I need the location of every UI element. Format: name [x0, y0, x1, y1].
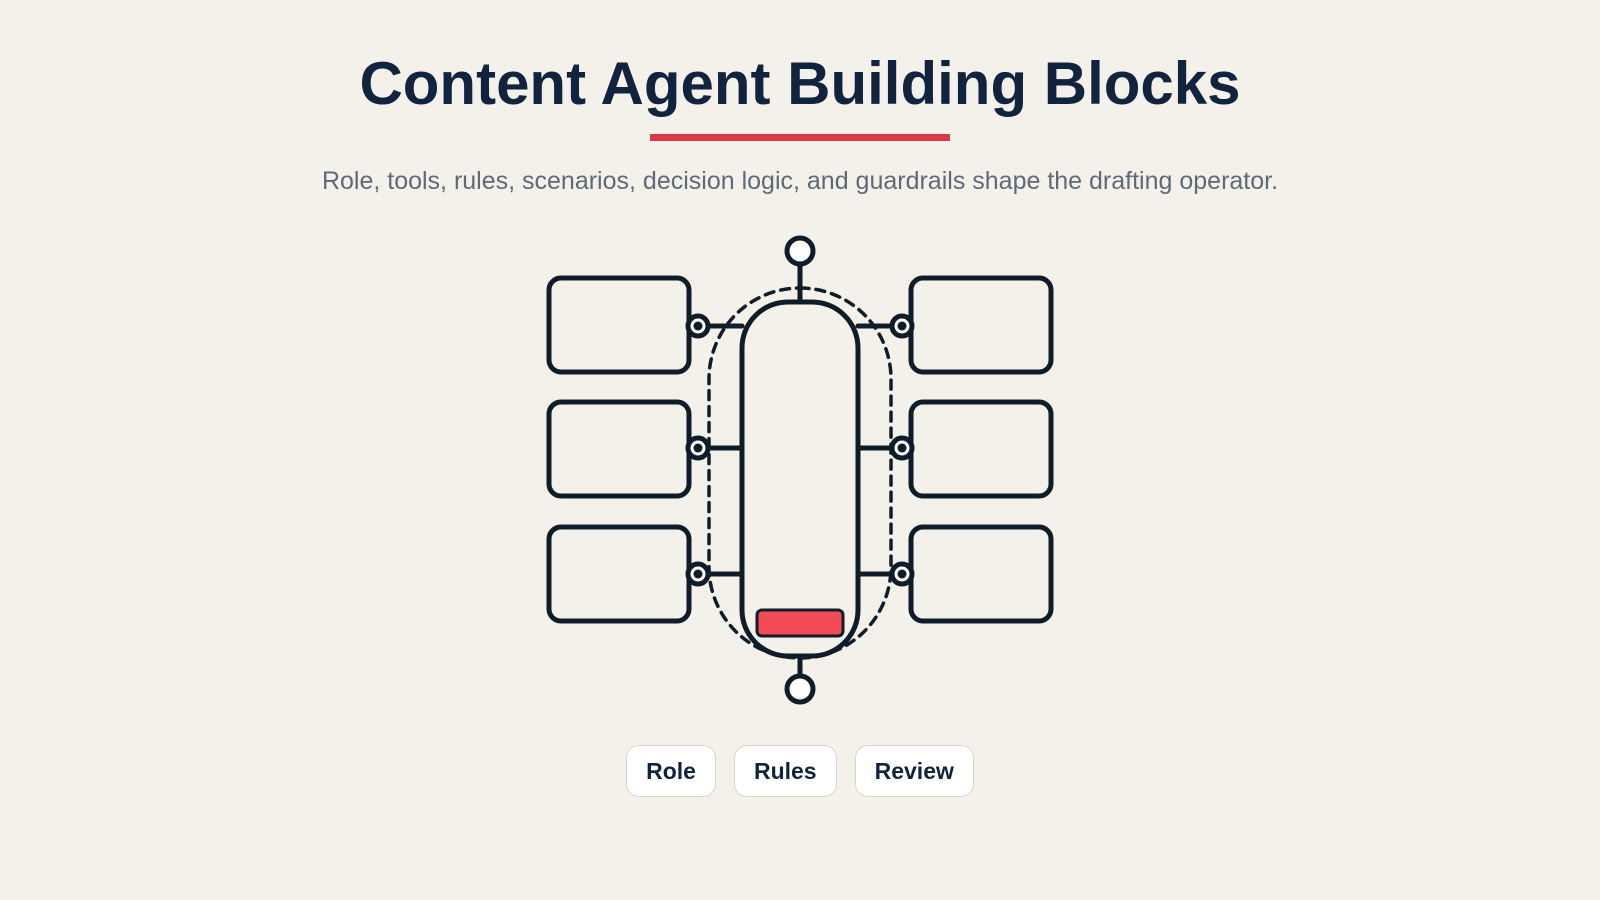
left-block-3 — [546, 524, 692, 624]
chip-role: Role — [626, 745, 716, 797]
left-port-dot-1 — [693, 321, 703, 331]
agent-core — [739, 299, 861, 659]
bottom-connector-node — [784, 673, 816, 705]
top-connector-node — [784, 235, 816, 267]
right-block-2 — [908, 399, 1054, 499]
title-underline — [650, 134, 950, 141]
right-port-dot-2 — [897, 443, 907, 453]
right-block-3 — [908, 524, 1054, 624]
chip-rules: Rules — [733, 745, 837, 797]
right-block-1 — [908, 275, 1054, 375]
left-port-dot-2 — [693, 443, 703, 453]
left-block-1 — [546, 275, 692, 375]
right-port-dot-1 — [897, 321, 907, 331]
right-port-dot-3 — [897, 569, 907, 579]
left-block-2 — [546, 399, 692, 499]
page-subtitle: Role, tools, rules, scenarios, decision … — [321, 167, 1279, 195]
left-port-dot-3 — [693, 569, 703, 579]
page-title: Content Agent Building Blocks — [359, 50, 1241, 117]
tag-chip-row: Role Rules Review — [0, 745, 1600, 797]
guardrail-highlight-bar — [755, 608, 845, 638]
chip-review: Review — [854, 745, 974, 797]
